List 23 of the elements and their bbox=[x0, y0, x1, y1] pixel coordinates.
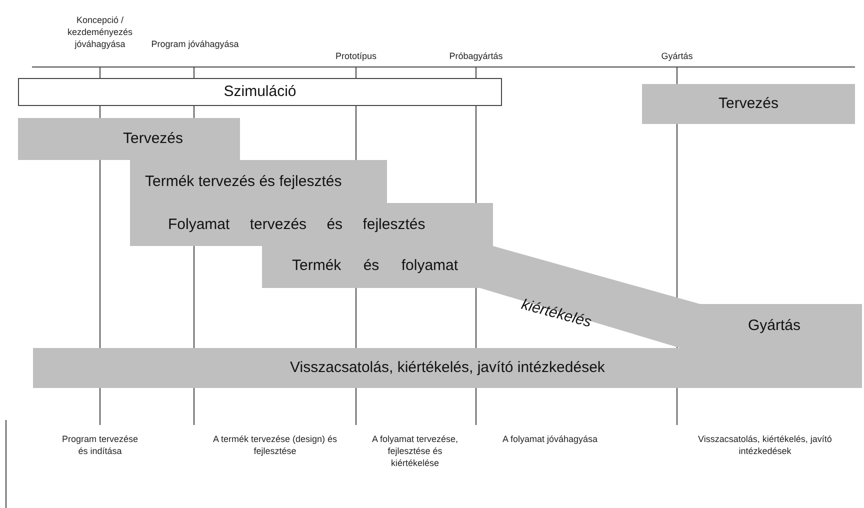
phase-description: A folyamat tervezése, fejlesztése és kiértékelése bbox=[370, 433, 460, 469]
milestone-label: Program jóváhagyása bbox=[150, 38, 240, 50]
phase-label: Gyártás bbox=[748, 316, 801, 336]
phase-label: Folyamat tervezés és fejlesztés bbox=[168, 215, 426, 235]
phase-bar bbox=[642, 84, 855, 124]
phase-label: Termék tervezés és fejlesztés bbox=[145, 172, 342, 192]
simulation-bar bbox=[18, 78, 502, 106]
phase-description: A folyamat jóváhagyása bbox=[501, 433, 599, 445]
phase-label: Tervezés bbox=[123, 129, 184, 149]
phase-label: Visszacsatolás, kiértékelés, javító intézkedések bbox=[289, 358, 606, 378]
milestone-label: Prototípus bbox=[334, 50, 378, 62]
phase-bar bbox=[33, 348, 862, 388]
phase-description: A termék tervezése (design) és fejlesztése bbox=[212, 433, 338, 457]
phase-label: Termék és folyamat bbox=[292, 257, 458, 274]
phase-bar bbox=[18, 118, 240, 160]
phase-label: Tervezés bbox=[717, 94, 780, 114]
phase-bar bbox=[130, 160, 387, 203]
phase-label: Szimuláció bbox=[222, 82, 298, 102]
phase-description: Program tervezése és indítása bbox=[60, 433, 140, 457]
milestone-label: Koncepció / kezdeményezés jóváhagyása bbox=[66, 14, 134, 50]
milestone-label: Gyártás bbox=[660, 50, 694, 62]
phase-description: Visszacsatolás, kiértékelés, javító intézkedések bbox=[697, 433, 833, 457]
milestone-label: Próbagyártás bbox=[448, 50, 504, 62]
